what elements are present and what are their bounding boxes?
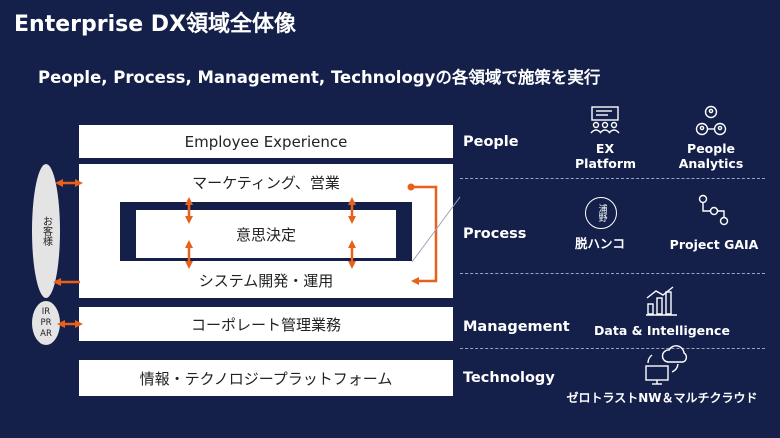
separator-people-process [460,178,765,179]
ar-label: AR [40,328,52,339]
ir-label: IR [41,306,51,317]
zoom-connector-line [411,196,461,263]
presentation-people-icon [588,105,622,139]
info-tech-platform-box: 情報・テクノロジープラットフォーム [79,360,453,396]
zero-trust-label: ゼロトラストNW＆マルチクラウド [566,391,758,405]
seal-stamp-text: 浦野 [596,204,607,222]
process-groove-right-inner [396,210,404,258]
page-title: Enterprise DX領域全体像 [14,12,297,37]
loop-arrow [411,185,438,285]
bar-chart-icon [645,285,679,321]
workflow-nodes-icon [698,194,729,230]
process-groove-left-inner [128,210,136,258]
hanko-label: 脱ハンコ [574,236,625,251]
people-analytics-line2: Analytics [678,156,744,171]
system-dev-ops-box: システム開発・運用 [198,271,334,290]
employee-experience-box: Employee Experience [79,125,453,158]
project-gaia-label: Project GAIA [669,237,759,252]
separator-management-technology [460,348,765,349]
category-process: Process [463,226,527,242]
data-intelligence-label: Data & Intelligence [594,323,730,338]
customer-label: お客様 [40,216,52,246]
category-technology: Technology [463,370,555,386]
ir-pr-ar-pill: IR PR AR [32,301,60,345]
category-people: People [463,134,519,150]
org-people-icon [694,105,728,141]
separator-process-management [460,273,765,274]
category-management: Management [463,319,570,335]
ex-platform-line2: Platform [575,156,637,171]
people-analytics-line1: People [687,141,735,156]
page-subtitle: People, Process, Management, Technologyの… [38,68,601,87]
people-analytics-label: People Analytics [676,141,746,171]
marketing-sales-box: マーケティング、営業 [192,173,340,192]
decision-making-box: 意思決定 [235,225,296,244]
ex-platform-label: EX Platform [575,141,637,171]
cloud-monitor-icon [642,345,688,390]
seal-stamp-icon: 浦野 [585,197,617,229]
pr-label: PR [40,317,52,328]
loop-arrow-dot [407,183,415,191]
process-groove-gap [128,210,404,258]
ex-platform-line1: EX [595,141,615,156]
corporate-management-box: コーポレート管理業務 [79,307,453,341]
